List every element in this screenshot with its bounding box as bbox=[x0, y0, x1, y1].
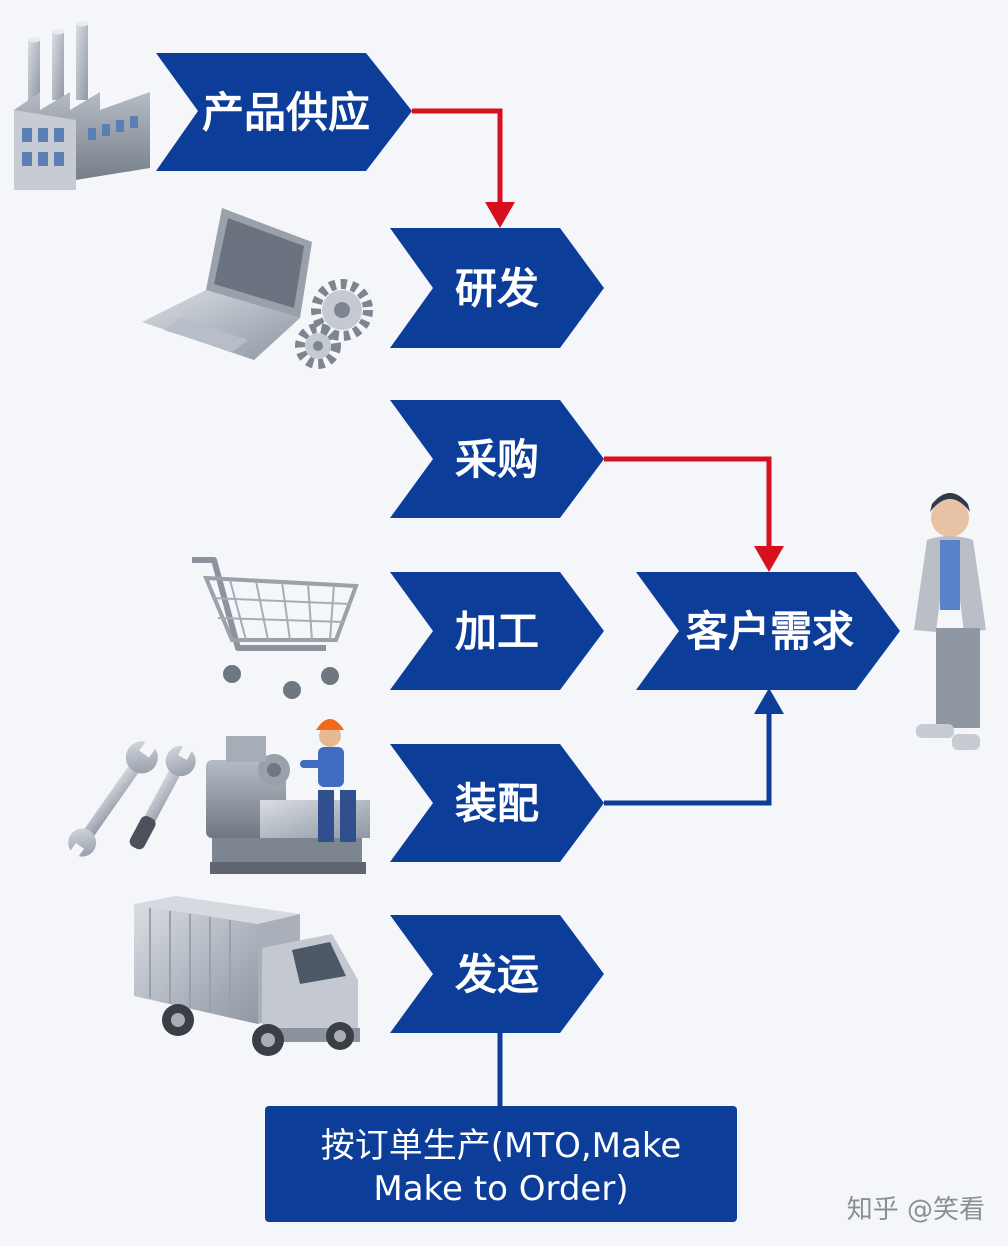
step-assembly-label: 装配 bbox=[455, 779, 539, 828]
wrenches-icon bbox=[67, 737, 196, 861]
customer-person-icon bbox=[914, 493, 986, 750]
step-purchase-label: 采购 bbox=[455, 435, 539, 484]
result-box-line1: 按订单生产(MTO,Make bbox=[321, 1126, 682, 1166]
step-customer: 客户需求 bbox=[636, 572, 900, 690]
lathe-worker-icon bbox=[206, 719, 370, 874]
step-rnd-label: 研发 bbox=[455, 264, 539, 313]
laptop-gears-icon bbox=[142, 208, 373, 369]
watermark: 知乎 @笑看 bbox=[847, 1195, 985, 1225]
step-shipping: 发运 bbox=[390, 915, 604, 1033]
step-supply: 产品供应 bbox=[156, 53, 412, 171]
arrow-purchase-to-customer bbox=[604, 456, 784, 572]
step-assembly: 装配 bbox=[390, 744, 604, 862]
result-box: 按订单生产(MTO,Make Make to Order) bbox=[265, 1106, 737, 1222]
arrow-assembly-to-customer bbox=[604, 688, 784, 806]
step-shipping-label: 发运 bbox=[455, 950, 539, 999]
step-process-label: 加工 bbox=[455, 607, 539, 656]
truck-icon bbox=[134, 896, 360, 1056]
factory-icon bbox=[14, 21, 150, 190]
step-process: 加工 bbox=[390, 572, 604, 690]
step-rnd: 研发 bbox=[390, 228, 604, 348]
shopping-cart-icon bbox=[192, 557, 359, 699]
step-customer-label: 客户需求 bbox=[686, 607, 854, 656]
arrow-supply-to-rnd bbox=[412, 108, 515, 228]
step-supply-label: 产品供应 bbox=[202, 88, 370, 137]
result-box-line2: Make to Order) bbox=[373, 1169, 628, 1209]
step-purchase: 采购 bbox=[390, 400, 604, 518]
